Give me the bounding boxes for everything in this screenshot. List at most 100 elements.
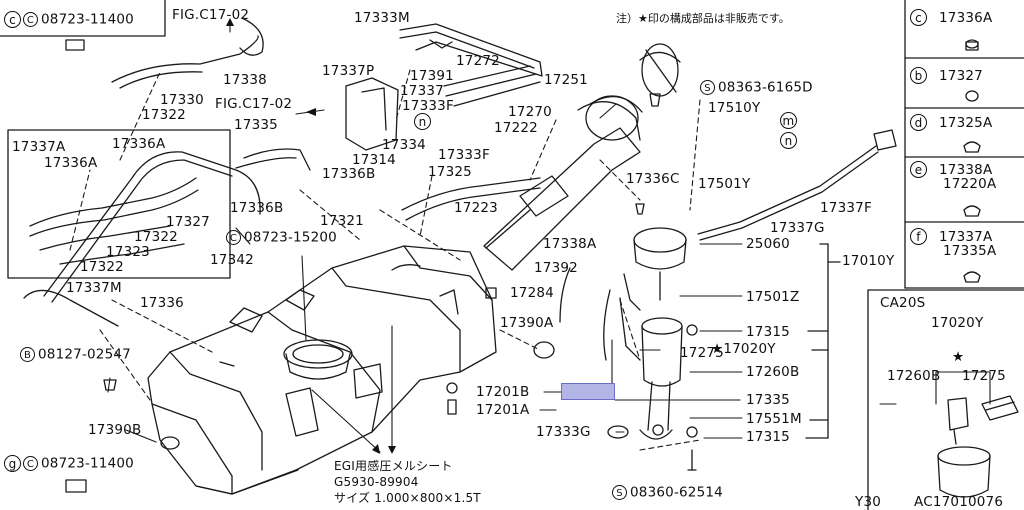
part-17333F-a[interactable]: 17333F <box>402 98 454 114</box>
part-17338[interactable]: 17338 <box>223 72 267 88</box>
part-17284[interactable]: 17284 <box>510 285 554 301</box>
part-17501Z[interactable]: 17501Z <box>746 289 800 305</box>
hoses-left <box>23 35 541 327</box>
clip-code-s-icon: S <box>612 485 627 500</box>
part-17337G[interactable]: 17337G <box>770 220 825 236</box>
part-17333M[interactable]: 17333M <box>354 10 410 26</box>
part-17272[interactable]: 17272 <box>456 53 500 69</box>
part-17333F-b[interactable]: 17333F <box>438 147 490 163</box>
part-17322-b[interactable]: 17322 <box>134 229 178 245</box>
part-17392[interactable]: 17392 <box>534 260 578 276</box>
part-17314[interactable]: 17314 <box>352 152 396 168</box>
part-17390B[interactable]: 17390B <box>88 422 142 438</box>
part-17251[interactable]: 17251 <box>544 72 588 88</box>
n-marker-icon: n <box>414 113 431 130</box>
pointer-leaders <box>107 19 991 453</box>
filler-neck <box>483 43 681 271</box>
part-17270[interactable]: 17270 <box>508 104 552 120</box>
part-17551M[interactable]: 17551M <box>746 411 802 427</box>
inset-title: CA20S <box>880 295 926 311</box>
arrow-heads <box>226 18 396 454</box>
part-17020Y[interactable]: ★17020Y <box>711 342 776 357</box>
part-17501Y[interactable]: 17501Y <box>698 176 751 192</box>
part-17336A-a[interactable]: 17336A <box>112 136 166 152</box>
part-17335-b[interactable]: 17335 <box>746 392 790 408</box>
inset-assembly[interactable]: 17020Y <box>931 315 984 331</box>
legend-part-number-2[interactable]: 17335A <box>943 243 997 259</box>
fuel-tank <box>147 245 497 495</box>
legend-part-number-2[interactable]: 17220A <box>943 176 997 192</box>
legend-part-number: 17325A <box>939 114 993 131</box>
part-17315-a[interactable]: 17315 <box>746 324 790 340</box>
legend-part-number: 17336A <box>939 9 993 26</box>
seal-part-number: G5930-89904 <box>334 475 419 489</box>
part-17336A-b[interactable]: 17336A <box>44 155 98 171</box>
part-17336C[interactable]: 17336C <box>626 171 680 187</box>
part-17336B-a[interactable]: 17336B <box>322 166 376 182</box>
part-17335-a[interactable]: 17335 <box>234 117 278 133</box>
part-17201B[interactable]: 17201B <box>476 384 530 400</box>
inset-part-right[interactable]: 17275 <box>962 368 1006 384</box>
part-17390A[interactable]: 17390A <box>500 315 554 331</box>
part-17327[interactable]: 17327 <box>166 214 210 230</box>
part-17337A[interactable]: 17337A <box>12 139 66 155</box>
part-17338A[interactable]: 17338A <box>543 236 597 252</box>
legend-part-number: 17327 <box>939 67 983 84</box>
top-left-frame <box>0 0 166 37</box>
inset-frame <box>867 289 1024 510</box>
clip-part-number: 08723-15200 <box>244 229 337 246</box>
part-17336[interactable]: 17336 <box>140 295 184 311</box>
part-17223[interactable]: 17223 <box>454 200 498 216</box>
fig-ref-left[interactable]: FIG.C17-02 <box>172 7 250 23</box>
part-17321[interactable]: 17321 <box>320 213 364 229</box>
part-17201A[interactable]: 17201A <box>476 402 530 418</box>
clip-icons <box>65 17 661 493</box>
part-17315-b[interactable]: 17315 <box>746 429 790 445</box>
part-17337[interactable]: 17337 <box>400 83 444 99</box>
part-17337M[interactable]: 17337M <box>66 280 122 296</box>
legend-item-c[interactable]: c 17336A <box>910 9 992 26</box>
part-17330[interactable]: 17330 <box>160 92 204 108</box>
part-17337F[interactable]: 17337F <box>820 200 872 216</box>
part-17322-c[interactable]: 17322 <box>80 259 124 275</box>
part-17010Y[interactable]: 17010Y <box>842 253 895 269</box>
part-25060[interactable]: 25060 <box>746 236 790 252</box>
star-marker-icon: ★ <box>711 341 724 357</box>
part-17275[interactable]: 17275 <box>680 345 724 361</box>
left-subassembly-box <box>7 129 231 279</box>
part-17510Y[interactable]: 17510Y <box>708 100 761 116</box>
part-17260B[interactable]: 17260B <box>746 364 800 380</box>
upper-lines <box>345 23 897 241</box>
part-17342[interactable]: 17342 <box>210 252 254 268</box>
part-17391[interactable]: 17391 <box>410 68 454 84</box>
fig-ref-mid[interactable]: FIG.C17-02 <box>215 96 293 112</box>
inset-part-left[interactable]: 17260B <box>887 368 941 384</box>
seal-name: EGI用感圧メルシート <box>334 459 453 473</box>
legend-part-icons <box>963 39 981 283</box>
part-17222[interactable]: 17222 <box>494 120 538 136</box>
part-17323[interactable]: 17323 <box>106 244 150 260</box>
legend-letter-icon: c <box>910 9 927 26</box>
part-17322-a[interactable]: 17322 <box>142 107 186 123</box>
part-17336B-b[interactable]: 17336B <box>230 200 284 216</box>
part-17333G[interactable]: 17333G <box>536 424 591 440</box>
legend-part-number: 17337A <box>939 228 993 245</box>
part-17325[interactable]: 17325 <box>428 164 472 180</box>
inset-star-icon: ★ <box>952 349 965 365</box>
highlight-box <box>561 383 615 400</box>
part-17334[interactable]: 17334 <box>382 137 426 153</box>
part-number: 17020Y <box>723 341 776 357</box>
not-for-sale-note: 注）★印の構成部品は非販売です。 <box>616 12 790 25</box>
part-17337P[interactable]: 17337P <box>322 63 375 79</box>
clip-part-number: 08127-02547 <box>38 346 131 363</box>
